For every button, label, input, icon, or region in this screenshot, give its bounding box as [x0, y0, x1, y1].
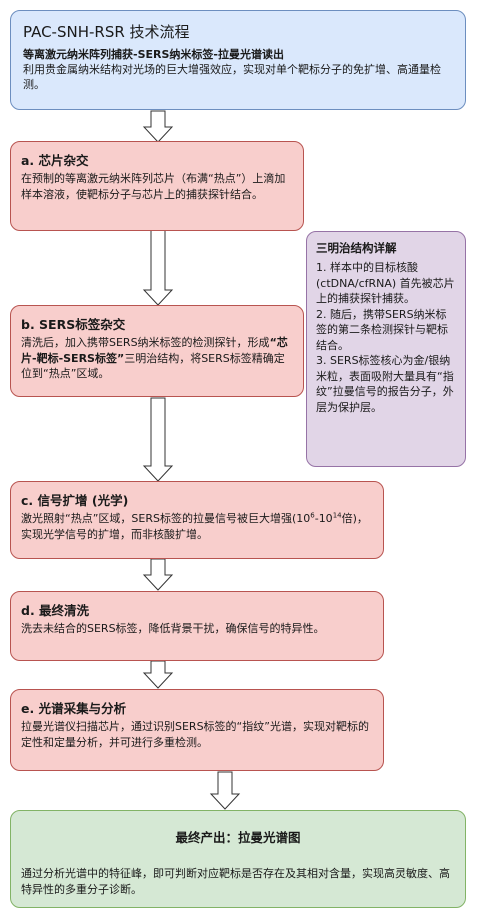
step-text: -10 [314, 512, 333, 525]
step-description: 拉曼光谱仪扫描芯片，通过识别SERS标签的“指纹”光谱，实现对靶标的定性和定量分… [21, 720, 369, 749]
step-text: 激光照射“热点”区域，SERS标签的拉曼信号被巨大增强(10 [21, 512, 311, 525]
flow-subtitle: 等离激元纳米阵列捕获-SERS纳米标签-拉曼光谱读出 [23, 48, 284, 61]
step-description: 在预制的等离激元纳米阵列芯片（布满“热点”）上滴加样本溶液，使靶标分子与芯片上的… [21, 172, 286, 201]
step-chip-hybridization: a. 芯片杂交 在预制的等离激元纳米阵列芯片（布满“热点”）上滴加样本溶液，使靶… [10, 141, 304, 231]
step-title: c. 信号扩增 (光学) [21, 493, 129, 508]
step-title: e. 光谱采集与分析 [21, 701, 127, 716]
arrow-down-icon [142, 660, 174, 689]
step-text: 三明治结构，将SERS标签精确定位到“热点”区域。 [21, 351, 285, 381]
flow-description: 利用贵金属纳米结构对光场的巨大增强效应，实现对单个靶标分子的免扩增、高通量检测。 [23, 63, 441, 91]
step-sers-hybridization: b. SERS标签杂交 清洗后，加入携带SERS纳米标签的检测探针，形成“芯片-… [10, 305, 304, 397]
final-output-box: 最终产出：拉曼光谱图 通过分析光谱中的特征峰，即可判断对应靶标是否存在及其相对含… [10, 810, 466, 908]
step-title: a. 芯片杂交 [21, 153, 89, 168]
step-title: d. 最终清洗 [21, 603, 90, 618]
step-final-wash: d. 最终清洗 洗去未结合的SERS标签，降低背景干扰，确保信号的特异性。 [10, 591, 384, 661]
step-text: 清洗后，加入携带SERS纳米标签的检测探针，形成 [21, 336, 270, 349]
exponent: 14 [332, 511, 342, 520]
arrow-down-icon [142, 229, 174, 306]
arrow-down-icon [142, 558, 174, 591]
arrow-down-icon [209, 771, 241, 810]
arrow-down-icon [142, 110, 174, 143]
final-title: 最终产出：拉曼光谱图 [175, 830, 301, 845]
sandwich-structure-panel: 三明治结构详解 1. 样本中的目标核酸(ctDNA/cfRNA) 首先被芯片上的… [306, 231, 466, 467]
panel-item: 3. SERS标签核心为金/银纳米粒，表面吸附大量具有“指纹”拉曼信号的报告分子… [316, 354, 454, 414]
step-spectrum-analysis: e. 光谱采集与分析 拉曼光谱仪扫描芯片，通过识别SERS标签的“指纹”光谱，实… [10, 689, 384, 771]
final-description: 通过分析光谱中的特征峰，即可判断对应靶标是否存在及其相对含量，实现高灵敏度、高特… [21, 867, 450, 896]
exponent: 6 [310, 511, 315, 520]
panel-item: 2. 随后，携带SERS纳米标签的第二条检测探针与靶标结合。 [316, 307, 448, 352]
step-description: 洗去未结合的SERS标签，降低背景干扰，确保信号的特异性。 [21, 622, 325, 635]
step-title: b. SERS标签杂交 [21, 317, 126, 332]
step-description: 清洗后，加入携带SERS纳米标签的检测探针，形成“芯片-靶标-SERS标签”三明… [21, 335, 293, 382]
panel-item: 1. 样本中的目标核酸(ctDNA/cfRNA) 首先被芯片上的捕获探针捕获。 [316, 261, 455, 305]
step-description: 激光照射“热点”区域，SERS标签的拉曼信号被巨大增强(106-1014倍)，实… [21, 511, 373, 542]
arrow-down-icon [142, 397, 174, 482]
step-text-emphasis: “芯片-靶标-SERS标签” [21, 336, 288, 365]
header-box: PAC-SNH-RSR 技术流程 等离激元纳米阵列捕获-SERS纳米标签-拉曼光… [10, 10, 466, 110]
step-text: 倍)，实现光学信号的扩增，而非核酸扩增。 [21, 512, 368, 541]
panel-title: 三明治结构详解 [316, 241, 397, 255]
step-signal-amplification: c. 信号扩增 (光学) 激光照射“热点”区域，SERS标签的拉曼信号被巨大增强… [10, 481, 384, 559]
flow-title: PAC-SNH-RSR 技术流程 [23, 23, 190, 41]
